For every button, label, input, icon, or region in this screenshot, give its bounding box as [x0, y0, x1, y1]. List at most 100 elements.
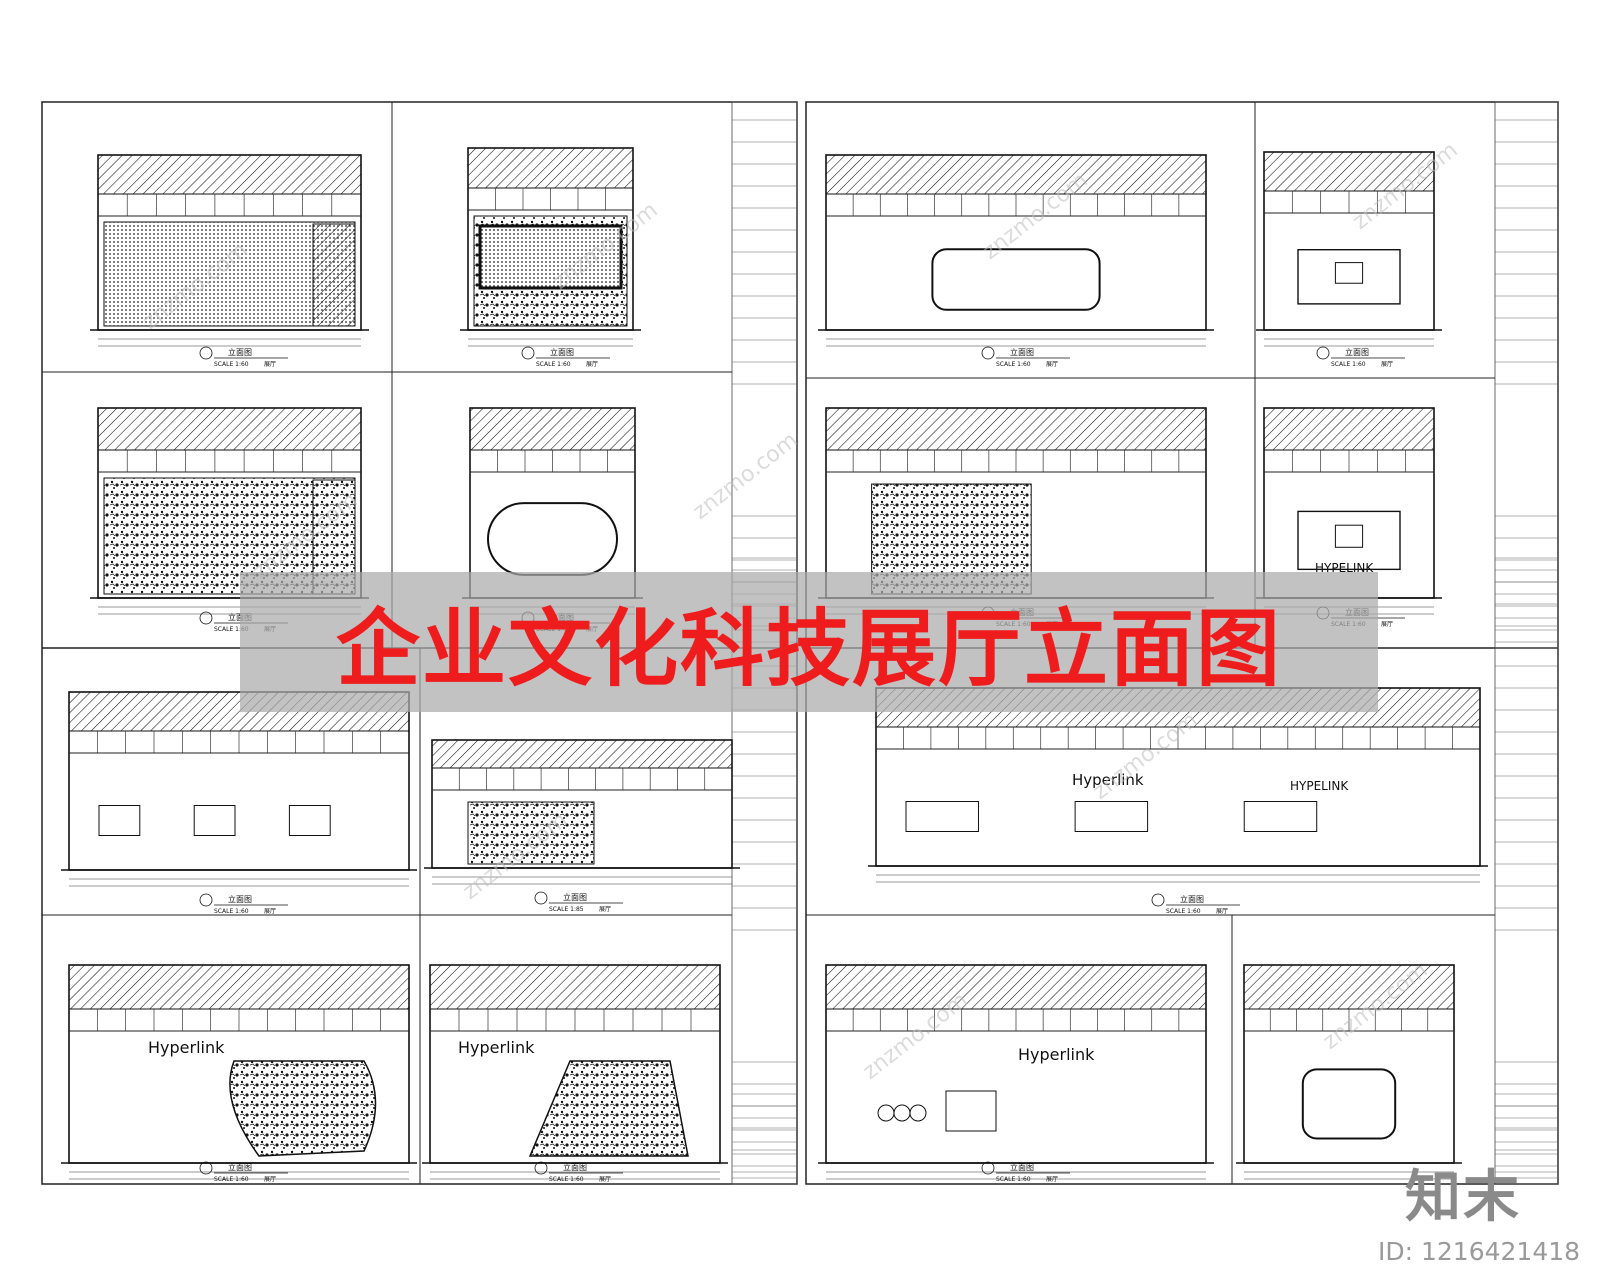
ceiling-section [97, 154, 362, 195]
ceiling-section [429, 964, 721, 1010]
display-screen [1334, 262, 1364, 284]
panel-caption: 立面图 [228, 347, 252, 357]
ceiling-section [469, 407, 636, 451]
elevation-drawing [818, 154, 1214, 347]
screen-label: Hyperlink [1018, 1045, 1095, 1064]
watermark-id: ID: 1216421418 [1378, 1237, 1581, 1266]
ceiling-section [467, 147, 634, 189]
elevation-drawing [61, 964, 417, 1180]
display-screen [98, 805, 141, 836]
panel-room: 展厅 [1046, 361, 1058, 368]
section-marker [1316, 346, 1330, 360]
panel-room: 展厅 [264, 908, 276, 915]
elevation-drawing [422, 964, 728, 1180]
panel-scale: SCALE 1:60 [549, 1176, 584, 1183]
feature-wall [229, 1060, 377, 1157]
elevation-drawing [61, 691, 417, 887]
display-screen [1243, 801, 1318, 832]
screen-frame [931, 248, 1101, 311]
panel-caption: 立面图 [1010, 1162, 1034, 1172]
section-marker [199, 346, 213, 360]
section-marker [981, 346, 995, 360]
panel-room: 展厅 [586, 361, 598, 368]
panel-room: 展厅 [1381, 361, 1393, 368]
panel-scale: SCALE 1:60 [996, 361, 1031, 368]
ceiling-section [825, 154, 1207, 195]
section-marker [521, 346, 535, 360]
panel-scale: SCALE 1:60 [1331, 361, 1366, 368]
display-screen [945, 1090, 997, 1132]
elevation-drawing [90, 407, 369, 615]
screen-label: Hyperlink [458, 1038, 535, 1057]
panel-scale: SCALE 1:60 [214, 361, 249, 368]
panel-caption: 立面图 [228, 1162, 252, 1172]
elevation-drawing [460, 147, 641, 347]
screen-label: Hyperlink [1072, 771, 1144, 789]
panel-room: 展厅 [1381, 621, 1393, 628]
panel-caption: 立面图 [563, 1162, 587, 1172]
panel-scale: SCALE 1:60 [996, 1176, 1031, 1183]
panel-scale: SCALE 1:60 [536, 361, 571, 368]
panel-caption: 立面图 [228, 894, 252, 904]
display-frame [478, 224, 623, 290]
panel-caption: 立面图 [1345, 347, 1369, 357]
ceiling-section [1243, 964, 1455, 1010]
hex-module [909, 1104, 927, 1122]
screen-label: HYPELINK [1290, 779, 1349, 793]
elevation-drawing [424, 739, 740, 885]
section-marker [199, 1161, 213, 1175]
hex-module [877, 1104, 895, 1122]
display-screen [1074, 801, 1149, 832]
site-watermark: znzmo.com [688, 428, 802, 525]
panel-room: 展厅 [264, 1176, 276, 1183]
screen-frame [1297, 248, 1401, 305]
display-screen [288, 805, 331, 836]
screen-frame [1301, 1068, 1397, 1140]
section-marker [534, 1161, 548, 1175]
section-marker [981, 1161, 995, 1175]
screen-frame [1297, 510, 1401, 571]
panel-scale: SCALE 1:85 [549, 906, 584, 913]
drawing-title: 企业文化科技展厅立面图 [335, 598, 1282, 698]
panel-room: 展厅 [599, 906, 611, 913]
section-marker [199, 893, 213, 907]
display-screen [905, 801, 979, 832]
elevation-drawing [1256, 407, 1442, 615]
panel-room: 展厅 [264, 361, 276, 368]
ceiling-section [1263, 407, 1435, 451]
elevation-drawing [90, 154, 369, 347]
ceiling-section [825, 407, 1207, 451]
panel-scale: SCALE 1:60 [214, 626, 249, 633]
watermark-logo: 知末 [1405, 1165, 1521, 1230]
hex-module [893, 1104, 911, 1122]
panel-room: 展厅 [599, 1176, 611, 1183]
section-marker [199, 611, 213, 625]
display-screen [193, 805, 236, 836]
elevation-drawing [1256, 151, 1442, 347]
side-wall [312, 223, 356, 327]
title-banner: 企业文化科技展厅立面图 [240, 572, 1378, 712]
elevation-drawing [1236, 964, 1462, 1180]
screen-label: Hyperlink [148, 1038, 225, 1057]
display-screen [1334, 524, 1364, 548]
ceiling-section [68, 964, 410, 1010]
section-marker [534, 891, 548, 905]
ceiling-section [825, 964, 1207, 1010]
feature-wall [528, 1060, 689, 1157]
panel-caption: 立面图 [550, 347, 574, 357]
panel-scale: SCALE 1:60 [1166, 908, 1201, 915]
panel-caption: 立面图 [1180, 894, 1204, 904]
panel-scale: SCALE 1:60 [214, 1176, 249, 1183]
oval-screen [487, 502, 618, 576]
elevation-drawing [818, 964, 1214, 1180]
panel-caption: 立面图 [1010, 347, 1034, 357]
panel-scale: SCALE 1:60 [214, 908, 249, 915]
panel-caption: 立面图 [563, 892, 587, 902]
section-marker [1151, 893, 1165, 907]
ceiling-section [431, 739, 733, 769]
panel-room: 展厅 [1046, 1176, 1058, 1183]
ceiling-section [97, 407, 362, 451]
screen-label: HYPELINK [1315, 561, 1374, 575]
feature-wall [467, 801, 595, 865]
panel-room: 展厅 [1216, 908, 1228, 915]
